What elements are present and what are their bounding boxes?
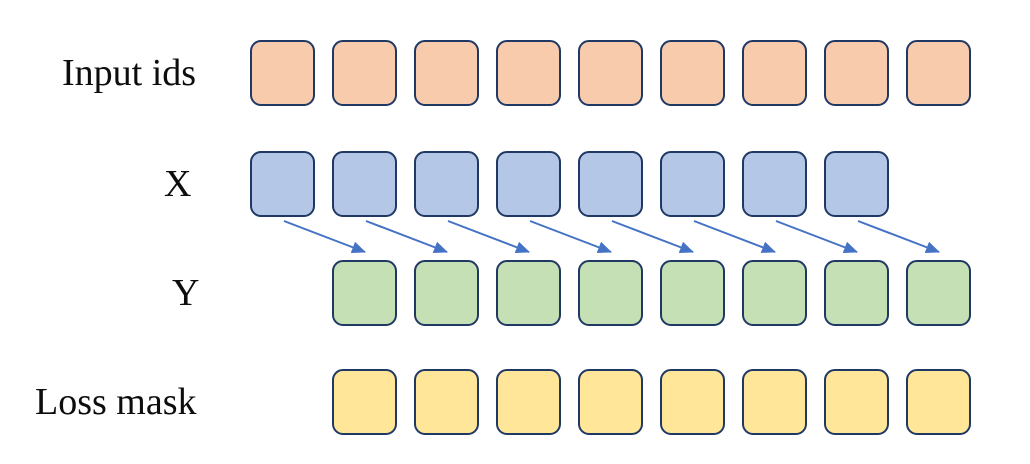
input-ids-token — [496, 40, 561, 106]
loss-mask-token — [824, 369, 889, 435]
loss-mask-token — [742, 369, 807, 435]
y-token — [906, 260, 971, 326]
shift-arrow — [447, 220, 530, 253]
x-token — [250, 151, 315, 217]
shift-arrow — [775, 220, 858, 253]
row-label-input-ids: Input ids — [62, 52, 197, 94]
input-ids-token — [250, 40, 315, 106]
y-token — [824, 260, 889, 326]
shift-arrow — [857, 220, 940, 253]
y-token — [660, 260, 725, 326]
y-token — [332, 260, 397, 326]
x-token — [824, 151, 889, 217]
input-ids-token — [742, 40, 807, 106]
input-ids-token — [824, 40, 889, 106]
x-token — [578, 151, 643, 217]
input-ids-token — [906, 40, 971, 106]
row-label-y: Y — [172, 272, 200, 314]
y-token — [578, 260, 643, 326]
loss-mask-token — [332, 369, 397, 435]
shift-arrow — [365, 220, 448, 253]
input-ids-token — [332, 40, 397, 106]
input-ids-token — [414, 40, 479, 106]
x-token — [742, 151, 807, 217]
x-token — [414, 151, 479, 217]
shift-arrow — [283, 220, 366, 253]
loss-mask-token — [414, 369, 479, 435]
input-ids-token — [578, 40, 643, 106]
y-token — [496, 260, 561, 326]
shift-arrow — [529, 220, 612, 253]
row-label-loss-mask: Loss mask — [35, 381, 197, 423]
x-token — [660, 151, 725, 217]
y-token — [414, 260, 479, 326]
input-ids-token — [660, 40, 725, 106]
x-token — [332, 151, 397, 217]
shift-arrow — [611, 220, 694, 253]
y-token — [742, 260, 807, 326]
loss-mask-token — [578, 369, 643, 435]
loss-mask-token — [496, 369, 561, 435]
loss-mask-token — [660, 369, 725, 435]
loss-mask-token — [906, 369, 971, 435]
shift-arrow — [693, 220, 776, 253]
x-token — [496, 151, 561, 217]
row-label-x: X — [164, 163, 192, 205]
